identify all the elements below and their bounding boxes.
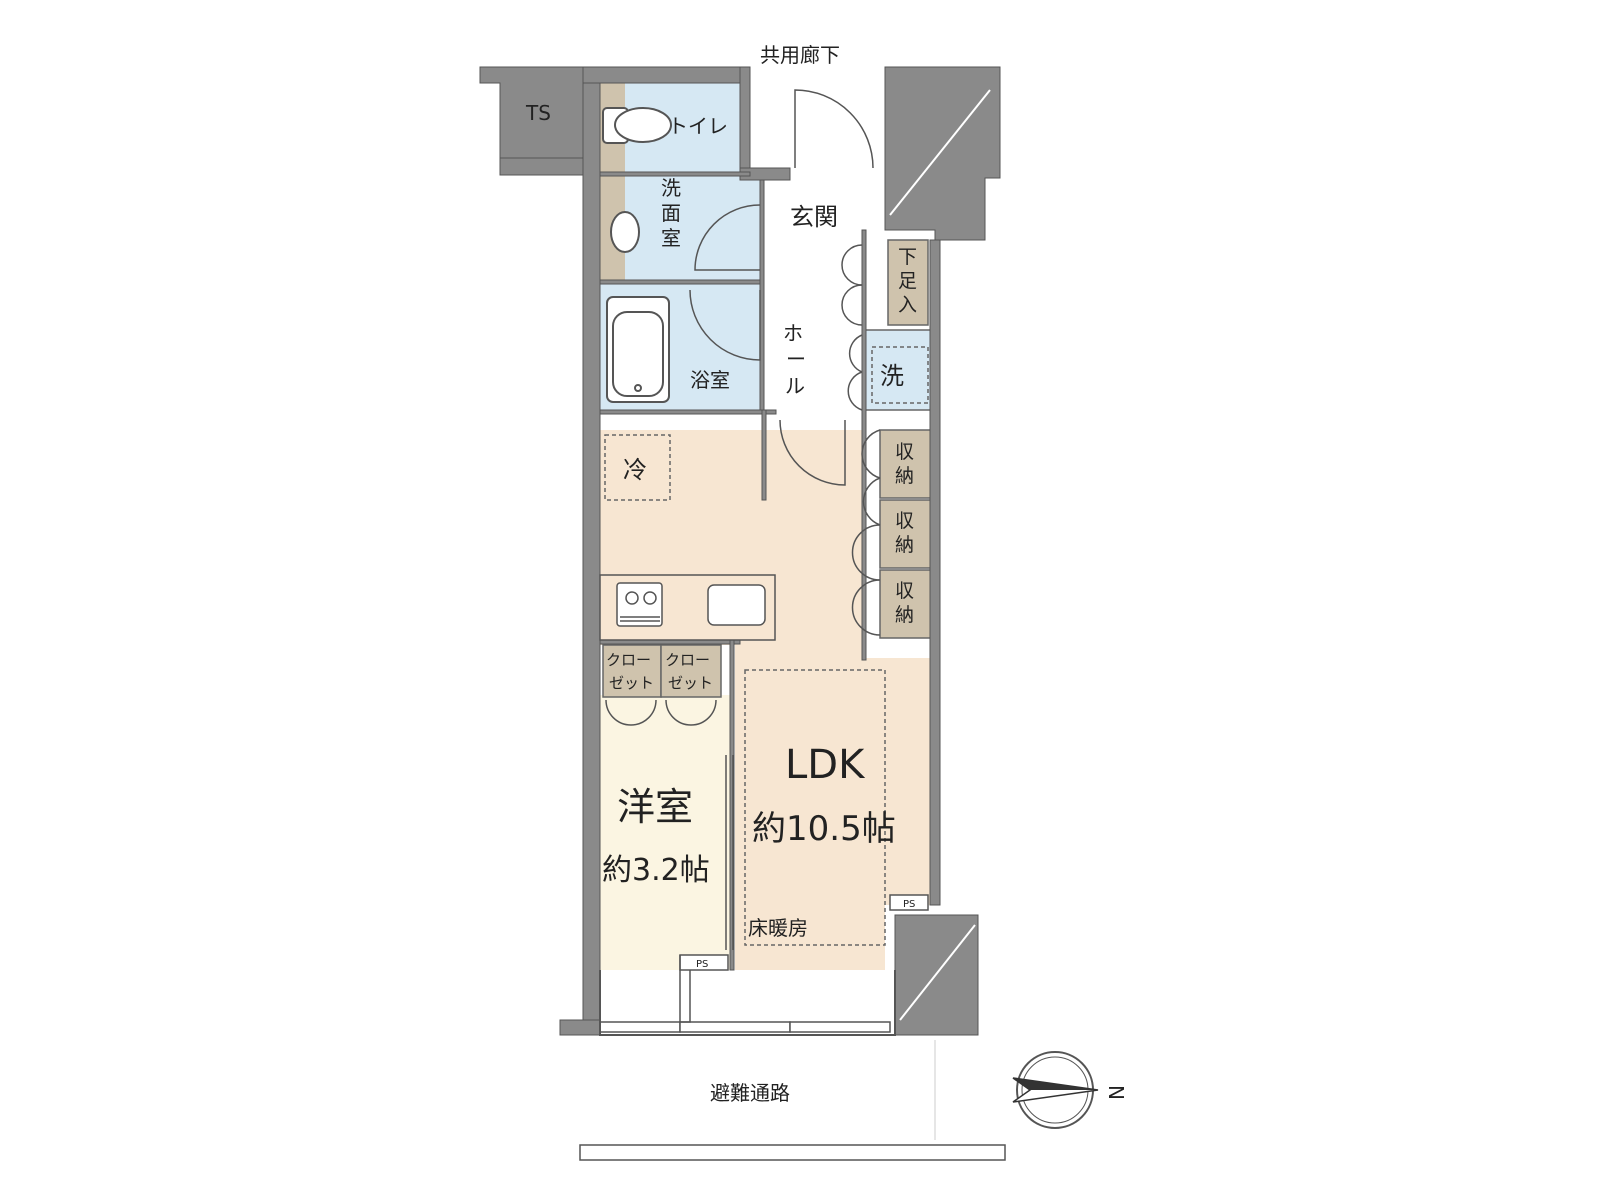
closet-1-floor [602,644,662,698]
washroom-label: 洗面室 [661,176,681,250]
evacuation-bar [579,1144,1006,1161]
closet-2-floor [660,644,722,698]
closet-1-label: クローゼット [606,651,654,692]
fridge-label: 冷 [623,456,647,484]
ps-2-label: PS [903,899,915,910]
washer-label: 洗 [880,362,904,390]
storage-1-floor [879,429,933,499]
storage-2-label: 収納 [895,510,914,556]
corridor-label: 共用廊下 [760,43,840,67]
stove-fixture [616,582,663,627]
walls [479,66,1001,1036]
ts-label: TS [525,101,551,125]
washer-space [871,346,929,404]
evacuation-label: 避難通路 [710,1081,790,1105]
floor-heating-label: 床暖房 [748,916,808,940]
ldk-floor [600,430,935,970]
shoe-storage-label: 下足入 [898,246,917,316]
toilet-label: トイレ [668,114,728,138]
hall-label: ホール [783,321,806,398]
shoe-storage-floor [887,239,929,326]
bathroom-label: 浴室 [690,368,730,392]
ps-enclosure [679,955,691,1023]
sink-fixture [707,584,766,626]
doors [605,89,881,950]
ps-box-2 [889,894,929,911]
floor-heating-area [744,669,886,946]
toilet-fixture [602,107,672,144]
structure-hatch [889,89,991,1021]
ldk-name: LDK [785,742,866,788]
washbasin-fixture [610,211,640,253]
storage-3-label: 収納 [895,580,914,626]
washer-area-floor [864,329,934,411]
ps-1-label: PS [696,959,708,970]
western-room-name: 洋室 [617,785,693,829]
compass-icon [1012,1051,1099,1129]
fridge-space [604,434,671,501]
storage-2-floor [879,499,933,569]
closet-2-label: クローゼット [665,651,713,692]
western-room-floor [600,695,730,970]
western-room-size: 約3.2帖 [602,853,710,888]
bathtub-fixture [606,296,670,403]
compass-north-label: N [1104,1085,1128,1100]
balcony-outline [599,970,896,1036]
storage-1-label: 収納 [895,441,914,487]
entrance-label: 玄関 [790,203,838,231]
ldk-size: 約10.5帖 [752,809,896,849]
balcony-sashes [599,1021,891,1033]
